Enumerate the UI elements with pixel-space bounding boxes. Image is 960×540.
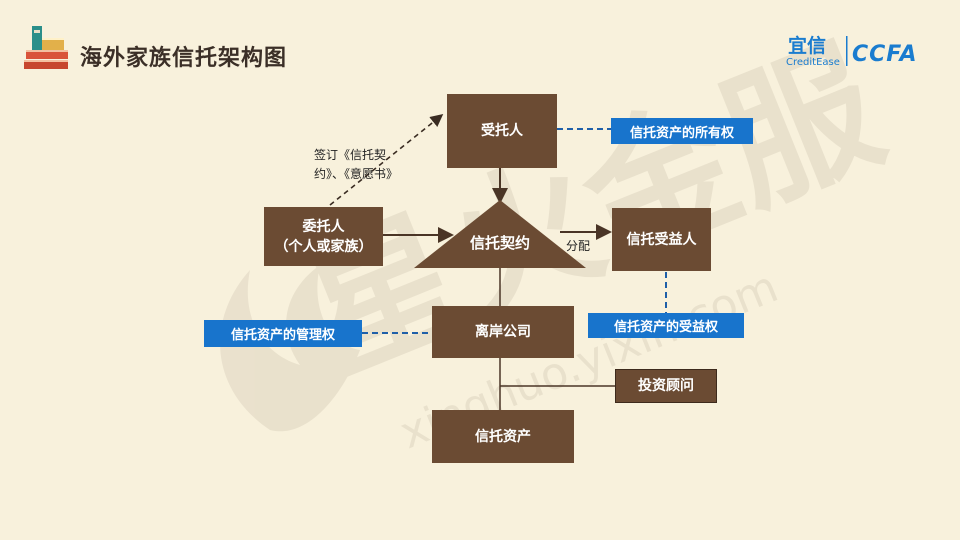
books-icon (24, 26, 68, 69)
investment-advisor-box: 投资顾问 (615, 369, 717, 403)
logo-brand-en: CreditEase (786, 57, 840, 68)
distribute-label: 分配 (566, 239, 590, 253)
investment-advisor-label: 投资顾问 (638, 378, 694, 394)
settlor-label: 委托人 (302, 218, 345, 235)
beneficiary-box: 信托受益人 (612, 208, 711, 271)
trustee-label: 受托人 (481, 123, 523, 139)
settlor-box: 委托人 （个人或家族） (264, 207, 383, 266)
management-badge: 信托资产的管理权 (204, 320, 362, 347)
ownership-badge: 信托资产的所有权 (611, 118, 753, 144)
sign-annotation-line1: 签订《信托契 (314, 148, 387, 162)
offshore-company-box: 离岸公司 (432, 306, 574, 358)
offshore-company-label: 离岸公司 (475, 324, 531, 340)
sign-annotation: 签订《信托契 约》、《意愿书》 (314, 146, 434, 184)
settlor-sublabel: （个人或家族） (274, 238, 373, 255)
trust-assets-label: 信托资产 (475, 428, 531, 445)
logo-divider (846, 36, 848, 66)
logo-brand-cn: 宜信 (788, 34, 826, 57)
sign-annotation-line2: 约》、《意愿书》 (314, 167, 399, 181)
beneficiary-label: 信托受益人 (626, 231, 697, 248)
watermark-flame-icon (220, 265, 360, 432)
contract-triangle (414, 200, 586, 268)
page-title: 海外家族信托架构图 (80, 46, 288, 71)
logo-brand-mark: CCFA (852, 42, 918, 67)
benefit-label: 信托资产的受益权 (613, 320, 718, 335)
sign-dashed-arrow (329, 113, 444, 206)
creditease-logo: 宜信 CreditEase CCFA (786, 34, 918, 68)
trust-assets-box: 信托资产 (432, 410, 574, 463)
ownership-label: 信托资产的所有权 (629, 125, 734, 141)
benefit-badge: 信托资产的受益权 (588, 313, 744, 338)
management-label: 信托资产的管理权 (230, 328, 335, 343)
trustee-box: 受托人 (447, 94, 557, 168)
contract-label: 信托契约 (470, 234, 530, 252)
